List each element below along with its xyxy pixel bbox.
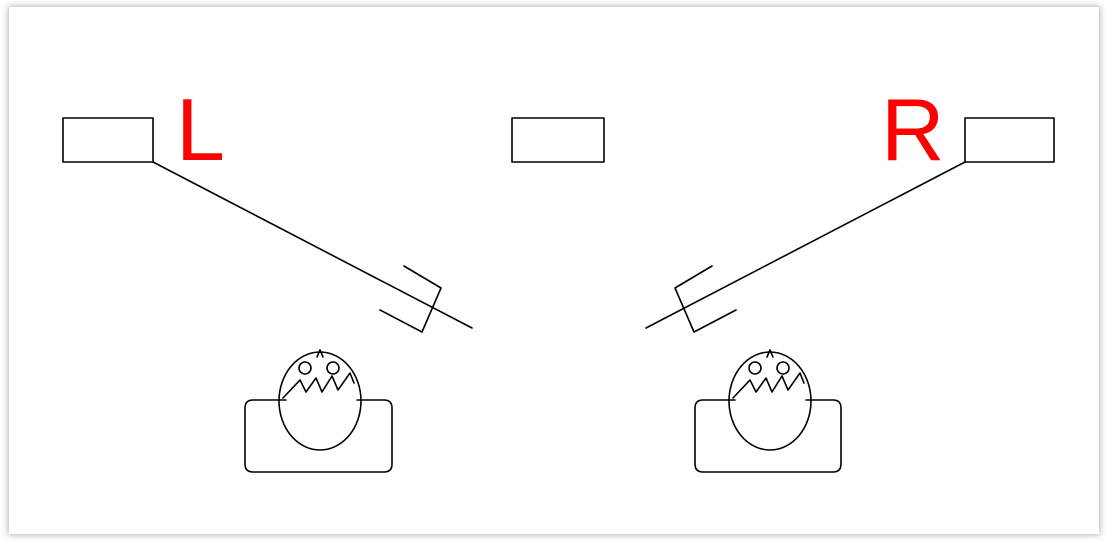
right-listener: [695, 350, 841, 472]
right-channel-label: R: [881, 80, 945, 179]
left-listener-hair: [283, 373, 354, 398]
left-listener: [245, 350, 392, 472]
right-listener-head: [729, 352, 811, 450]
right-speaker: [965, 118, 1054, 162]
left-listener-right-eye: [327, 362, 339, 374]
left-listener-left-eye: [299, 362, 311, 374]
right-listener-right-eye: [777, 362, 789, 374]
left-listener-head: [279, 352, 361, 450]
left-speaker: [63, 118, 153, 162]
right-listener-head-tuft: [767, 350, 773, 357]
left-channel-label: L: [176, 80, 225, 179]
center-speaker: [512, 118, 604, 162]
right-listener-hair: [733, 373, 804, 398]
right-listener-shoulders: [695, 400, 841, 472]
right-mic-capsule: [675, 266, 736, 332]
right-mic-boom: [646, 162, 965, 328]
right-listener-left-eye: [749, 362, 761, 374]
left-mic-boom: [153, 162, 472, 328]
left-listener-head-tuft: [317, 350, 323, 357]
left-listener-shoulders: [245, 400, 392, 472]
left-mic-capsule: [380, 266, 441, 332]
